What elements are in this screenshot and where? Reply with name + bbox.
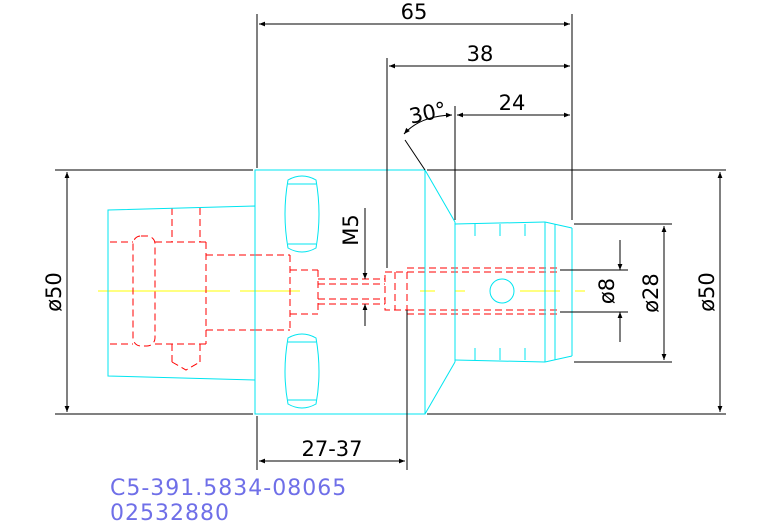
- dimension-lines: [55, 14, 726, 470]
- dim-38-label: 38: [467, 42, 494, 66]
- dim-dia8-label: ø8: [595, 278, 619, 304]
- dim-65-label: 65: [401, 0, 428, 24]
- dim-dia50-right-label: ø50: [695, 272, 719, 312]
- dim-dia50-left-label: ø50: [42, 272, 66, 312]
- hidden-lines: [110, 208, 560, 371]
- dim-range-label: 27-37: [301, 437, 362, 461]
- dim-24-label: 24: [499, 91, 526, 115]
- dim-angle-label: 30°: [407, 97, 448, 128]
- part-code: 02532880: [110, 501, 230, 523]
- part-number: C5-391.5834-08065: [110, 476, 347, 501]
- part-outline: [107, 169, 573, 415]
- dim-dia28-label: ø28: [639, 273, 663, 313]
- dim-thread-label: M5: [339, 214, 363, 245]
